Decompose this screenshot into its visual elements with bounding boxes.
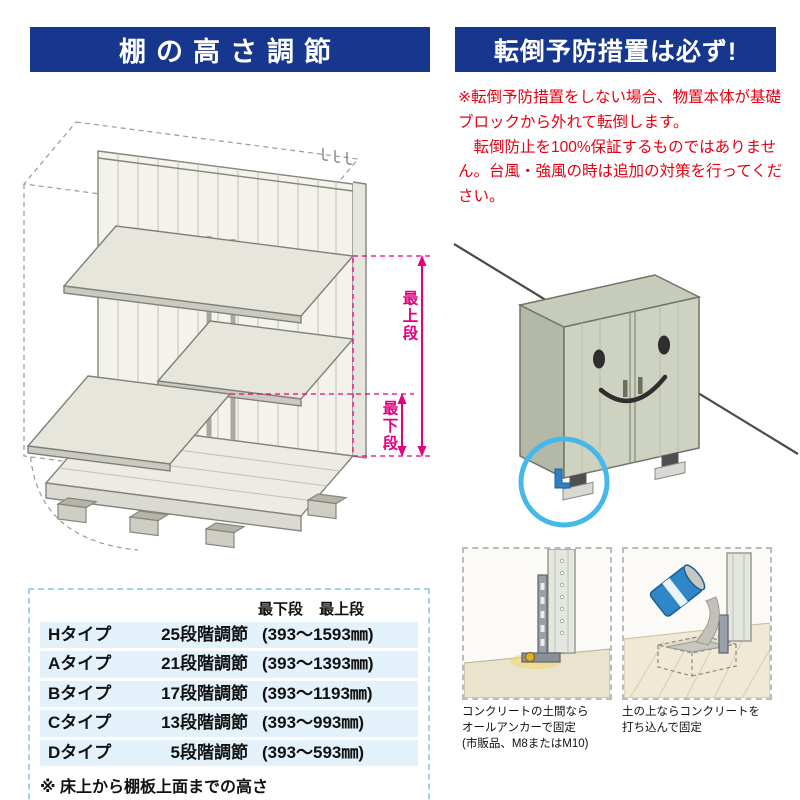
type-cell: Dタイプ	[48, 742, 112, 762]
steps-cell: 5段階調節	[170, 742, 248, 762]
range-cell: (393〜1593㎜)	[262, 625, 374, 644]
table-column-header: 最下段 最上段	[258, 601, 365, 618]
shed-base-blocks	[554, 451, 686, 501]
anchored-shed-illustration	[453, 243, 799, 528]
anchor-fixing-thumbnail	[462, 547, 612, 700]
steps-cell: 17段階調節	[161, 683, 248, 703]
shelf-spec-table: 最下段 最上段 Hタイプ 25段階調節 (393〜1593㎜) Aタイプ 21段…	[28, 588, 430, 800]
anchor-fixing-illustration	[463, 548, 611, 699]
shelf-boards	[26, 225, 355, 472]
steps-cell: 21段階調節	[161, 654, 248, 674]
hanger-hooks-icon	[322, 148, 353, 165]
concrete-pour-thumbnail	[622, 547, 772, 700]
top-shelf-range-label: 最上段	[401, 290, 419, 343]
shelf-height-adjustment-diagram: 最上段 最下段	[22, 121, 432, 551]
table-row: Hタイプ 25段階調節 (393〜1593㎜)	[40, 622, 418, 649]
left-section-title: 棚の高さ調節	[30, 27, 430, 72]
table-footnote: ※ 床上から棚板上面までの高さ	[40, 778, 269, 796]
tipover-warning-text: ※転倒予防措置をしない場合、物置本体が基礎ブロックから外れて転倒します。 転倒防…	[458, 89, 783, 206]
steps-cell: 25段階調節	[161, 625, 248, 644]
shed-floor	[44, 422, 355, 532]
range-cell: (393〜1193㎜)	[262, 683, 373, 703]
type-cell: Bタイプ	[48, 683, 112, 703]
type-cell: Aタイプ	[48, 654, 112, 674]
pour-stream	[695, 596, 720, 646]
table-row: Cタイプ 13段階調節 (393〜993㎜)	[40, 710, 418, 737]
range-cell: (393〜593㎜)	[262, 742, 365, 762]
post-panel	[718, 552, 752, 654]
table-row: Bタイプ 17段階調節 (393〜1193㎜)	[40, 680, 418, 708]
anchor-bracket	[521, 574, 561, 663]
right-section-title: 転倒予防措置は必ず!	[455, 27, 776, 72]
table-row: Dタイプ 5段階調節 (393〜593㎜)	[40, 739, 418, 766]
concrete-pour-illustration	[623, 549, 771, 699]
type-cell: Cタイプ	[48, 713, 112, 733]
anchor-fixing-caption: コンクリートの土間なら オールアンカーで固定 (市販品、M8またはM10)	[462, 706, 589, 751]
type-cell: Hタイプ	[48, 625, 112, 644]
table-row: Aタイプ 21段階調節 (393〜1393㎜)	[40, 651, 418, 678]
shed-body	[517, 274, 702, 480]
steps-cell: 13段階調節	[161, 713, 248, 733]
range-cell: (393〜993㎜)	[262, 713, 365, 733]
foundation-blocks	[56, 493, 348, 549]
shed-smiley-face	[593, 335, 670, 404]
wall-panel	[547, 548, 576, 654]
bottom-shelf-range-label: 最下段	[381, 400, 399, 453]
concrete-bucket-icon	[649, 564, 706, 617]
height-dimension-arrows	[230, 255, 432, 457]
concrete-pour-caption: 土の上ならコンクリートを 打ち込んで固定	[622, 706, 760, 735]
range-cell: (393〜1393㎜)	[262, 654, 374, 674]
table-column-header-row: 最下段 最上段	[40, 598, 418, 619]
anchor-highlight-circle	[518, 436, 610, 528]
